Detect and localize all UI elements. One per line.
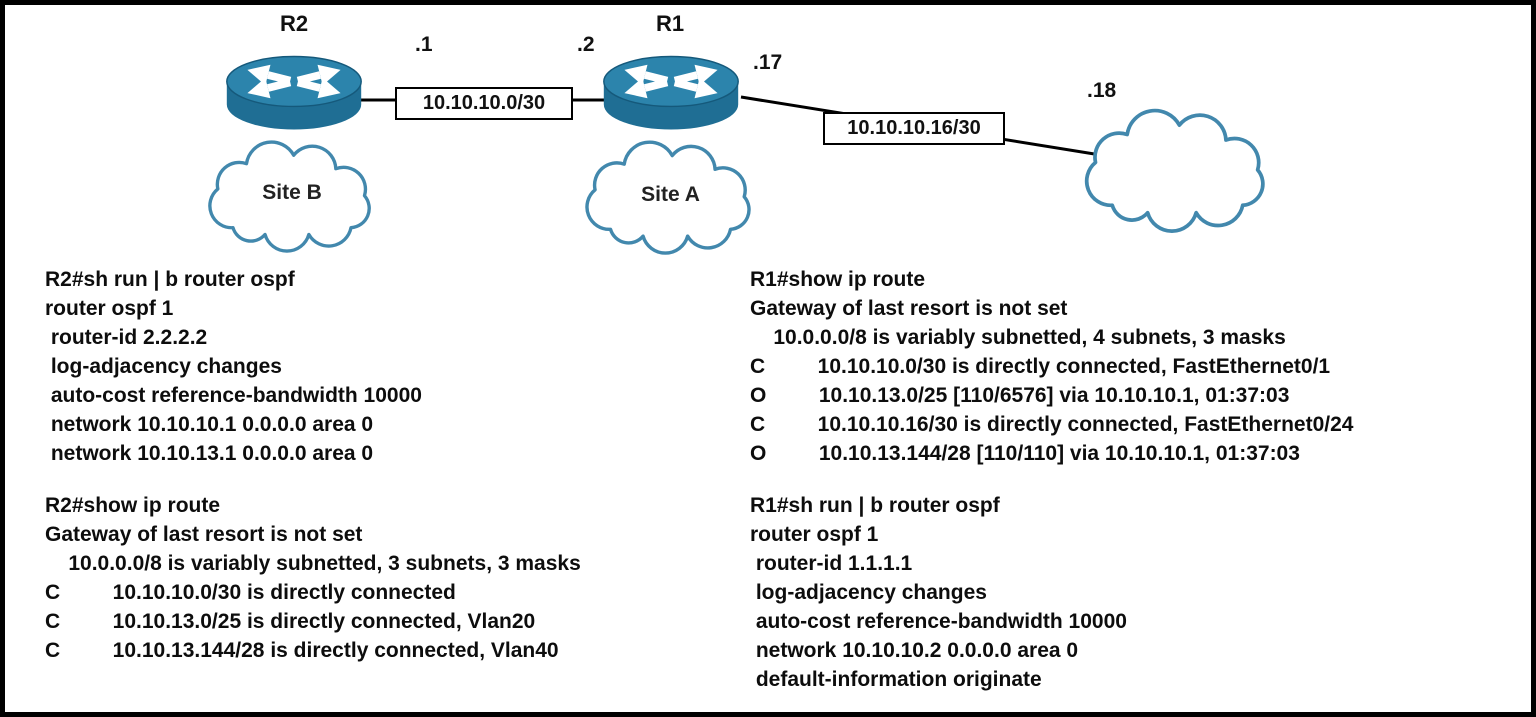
cloud-label-site-b: Site B (262, 181, 322, 204)
router-arrows-icon (624, 64, 718, 99)
link-subnet-box-r1-wan: 10.10.10.16/30 (823, 112, 1005, 145)
router-icon-r1 (603, 55, 739, 130)
cloud-label-site-a: Site A (641, 183, 700, 206)
router-arrows-icon (247, 64, 341, 99)
cli-r1-ip-route: R1#show ip route Gateway of last resort … (750, 268, 1354, 465)
cloud-wan (1084, 108, 1265, 233)
router-label-r1: R1 (655, 11, 685, 36)
router-icon-r2 (226, 55, 362, 130)
cloud-site-b (208, 140, 371, 253)
cli-r1-ospf-config: R1#sh run | b router ospf router ospf 1 … (750, 494, 1127, 691)
interface-ip-wan: .18 (1087, 79, 1117, 102)
link-subnet-box-r2-r1: 10.10.10.0/30 (395, 87, 573, 120)
interface-ip-r1-wan: .17 (753, 51, 783, 74)
interface-ip-r1-link: .2 (577, 33, 595, 56)
cli-r2-ip-route: R2#show ip route Gateway of last resort … (45, 494, 581, 662)
router-label-r2: R2 (279, 11, 309, 36)
cli-r2-ospf-config: R2#sh run | b router ospf router ospf 1 … (45, 268, 422, 465)
interface-ip-r2-link: .1 (415, 33, 433, 56)
cloud-site-a (585, 140, 751, 255)
